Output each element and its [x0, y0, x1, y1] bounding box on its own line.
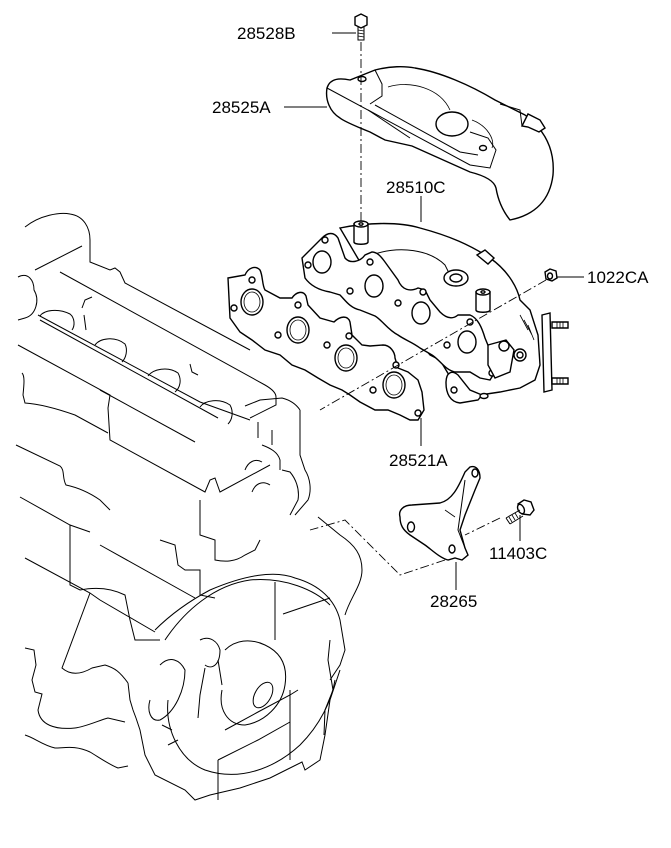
support-bracket-28265[interactable]	[398, 465, 481, 561]
nut-1022CA[interactable]	[544, 268, 558, 282]
exhaust-manifold-28510C[interactable]	[301, 220, 569, 404]
manifold-gasket-28521A[interactable]	[227, 266, 425, 421]
part-label-28521A[interactable]: 28521A	[389, 451, 448, 470]
part-label-11403C[interactable]: 11403C	[489, 544, 547, 563]
bolt-11403C[interactable]	[505, 499, 535, 525]
part-label-1022CA[interactable]: 1022CA	[587, 268, 649, 287]
part-label-28510C[interactable]: 28510C	[386, 178, 446, 197]
alignment-lines	[309, 42, 547, 576]
bolt-28528B[interactable]	[354, 13, 368, 41]
part-label-28265[interactable]: 28265	[430, 592, 477, 611]
leader-lines	[284, 32, 584, 590]
part-label-28525A[interactable]: 28525A	[212, 98, 271, 117]
heat-protector-28525A[interactable]	[325, 65, 554, 221]
engine-block	[15, 212, 363, 801]
part-label-28528B[interactable]: 28528B	[237, 24, 296, 43]
